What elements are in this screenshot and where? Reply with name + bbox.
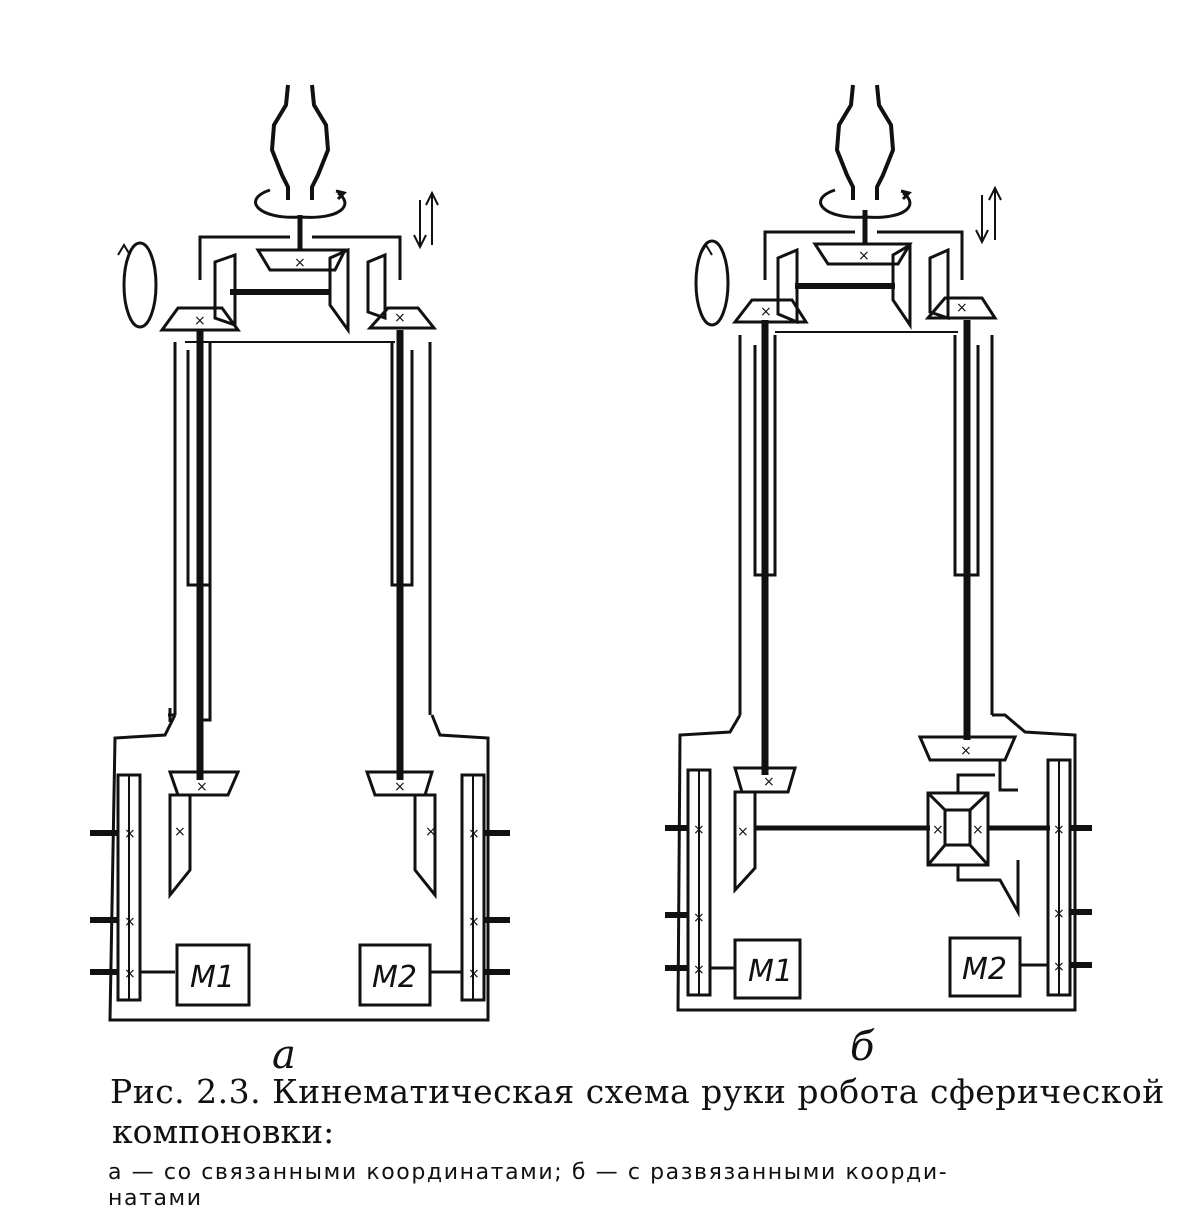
- motor-m1-box-b: [733, 938, 802, 1000]
- svg-text:×: ×: [394, 779, 406, 795]
- svg-text:×: ×: [960, 743, 972, 759]
- svg-text:×: ×: [294, 255, 306, 271]
- svg-text:×: ×: [425, 824, 437, 840]
- svg-text:×: ×: [468, 966, 480, 982]
- motor-m2-box-b: [948, 936, 1022, 998]
- caption-legend-continued: натами: [108, 1186, 203, 1211]
- motor-m1-box-a: [175, 943, 251, 1007]
- panel-a-label: а: [272, 1032, 296, 1078]
- svg-text:×: ×: [693, 910, 705, 926]
- svg-text:×: ×: [693, 962, 705, 978]
- svg-text:×: ×: [1053, 822, 1065, 838]
- caption-title-continued: компоновки:: [112, 1112, 335, 1151]
- svg-text:×: ×: [858, 248, 870, 264]
- svg-text:×: ×: [932, 822, 944, 838]
- panel-a: × × × × × × ×: [90, 83, 510, 1022]
- svg-text:×: ×: [956, 300, 968, 316]
- svg-text:×: ×: [124, 966, 136, 982]
- motor-m2-label-b: M2: [962, 952, 1007, 987]
- svg-text:×: ×: [763, 774, 775, 790]
- svg-text:×: ×: [394, 310, 406, 326]
- svg-text:×: ×: [1053, 959, 1065, 975]
- caption-legend: а — со связанными координатами; б — с ра…: [108, 1160, 949, 1185]
- svg-text:×: ×: [760, 304, 772, 320]
- gripper-icon-b: [818, 83, 912, 220]
- svg-text:×: ×: [196, 779, 208, 795]
- gripper-icon-a: [253, 83, 347, 220]
- svg-text:×: ×: [468, 826, 480, 842]
- panel-b-label: б: [850, 1024, 875, 1070]
- svg-text:×: ×: [194, 313, 206, 329]
- motor-m1-label-a: M1: [190, 960, 235, 995]
- caption-title: Рис. 2.3. Кинематическая схема руки робо…: [110, 1072, 1165, 1111]
- svg-text:×: ×: [693, 822, 705, 838]
- svg-text:×: ×: [124, 914, 136, 930]
- motor-m2-label-a: M2: [372, 960, 417, 995]
- svg-text:×: ×: [124, 826, 136, 842]
- svg-text:×: ×: [468, 914, 480, 930]
- motor-m2-box-a: [358, 943, 432, 1007]
- svg-text:×: ×: [1053, 906, 1065, 922]
- svg-text:×: ×: [972, 822, 984, 838]
- panel-b: × × × × × × × ×: [665, 83, 1092, 1012]
- svg-text:×: ×: [737, 824, 749, 840]
- svg-text:×: ×: [174, 824, 186, 840]
- motor-m1-label-b: M1: [748, 954, 793, 989]
